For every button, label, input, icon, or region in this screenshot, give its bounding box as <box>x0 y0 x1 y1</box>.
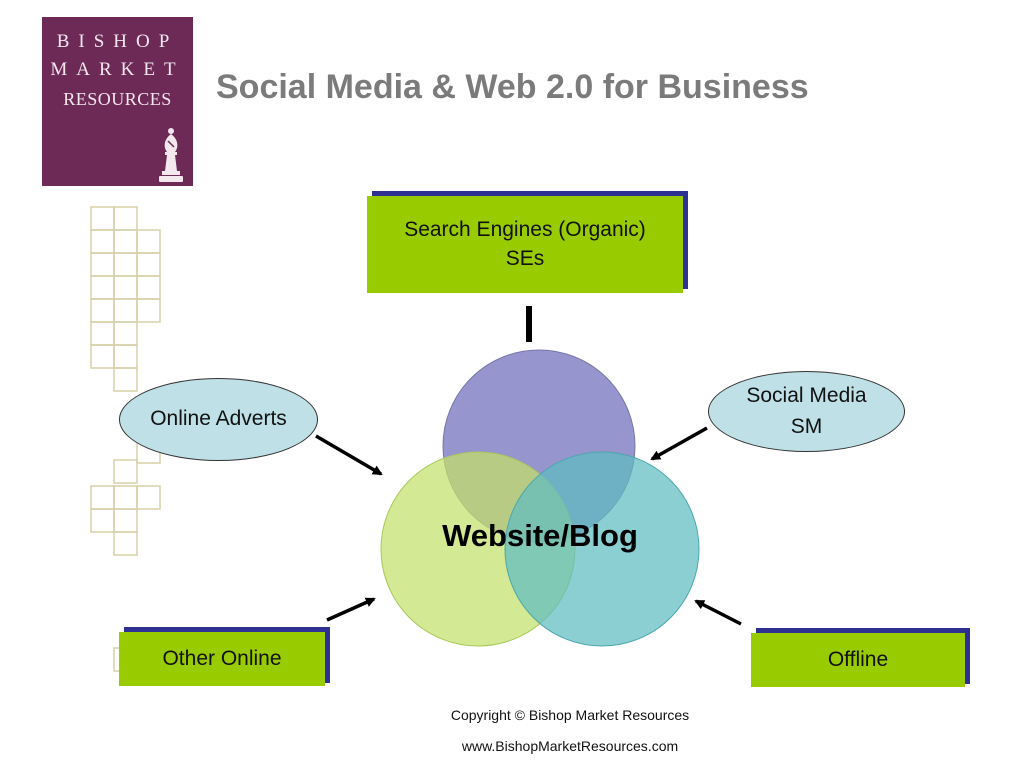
slide-title: Social Media & Web 2.0 for Business <box>216 68 809 106</box>
bishop-chess-piece-icon <box>159 128 183 182</box>
adverts-arrow <box>315 434 383 476</box>
logo-line-1: BISHOP <box>56 31 179 52</box>
copyright-text: Copyright © Bishop Market Resources <box>450 707 690 723</box>
offline-arrow <box>694 599 742 626</box>
online-adverts-label: Online Adverts <box>150 407 287 431</box>
social-media-ellipse: Social Media SM <box>708 371 905 452</box>
logo-line-2: MARKET <box>50 59 185 80</box>
website-blog-label: Website/Blog <box>442 518 638 553</box>
other-online-label: Other Online <box>162 646 282 670</box>
social-media-abbr: SM <box>790 414 823 438</box>
search-engines-abbr: SEs <box>505 246 545 270</box>
logo-line-3: RESOURCES <box>63 89 172 109</box>
website-url: www.BishopMarketResources.com <box>461 738 679 754</box>
search-engines-label: Search Engines (Organic) <box>404 218 646 242</box>
search-engines-box: Search Engines (Organic) SEs <box>367 196 683 293</box>
social-media-label: Social Media <box>746 384 867 408</box>
online-adverts-ellipse: Online Adverts <box>119 378 318 461</box>
venn-circle-teal <box>504 451 700 647</box>
offline-label: Offline <box>827 647 889 671</box>
other-online-arrow <box>326 597 376 622</box>
social-arrow <box>650 426 708 461</box>
other-online-box: Other Online <box>119 632 325 686</box>
company-logo: BISHOP MARKET RESOURCES <box>42 17 193 186</box>
offline-box: Offline <box>751 633 965 687</box>
